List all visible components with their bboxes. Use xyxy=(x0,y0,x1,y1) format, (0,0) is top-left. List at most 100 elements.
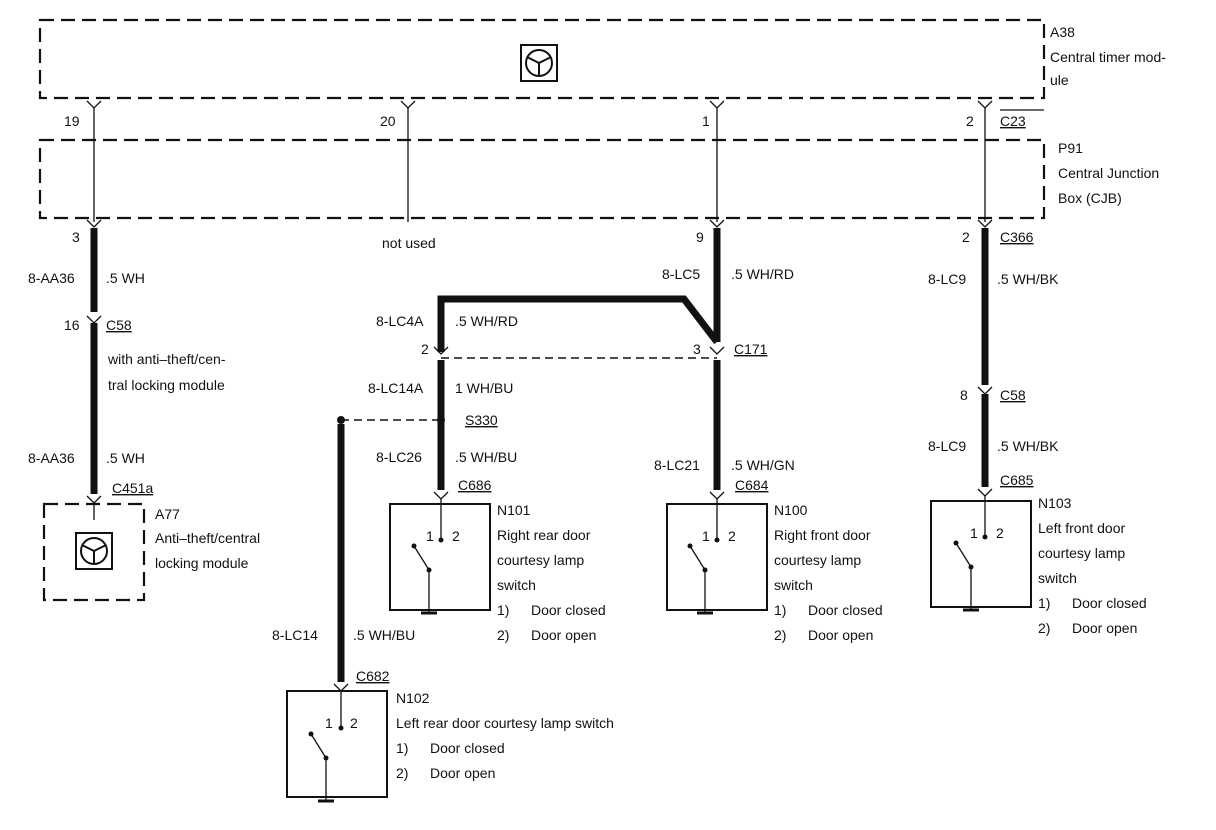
wire-lc14-spec: .5 WH/BU xyxy=(353,627,415,643)
connector-c685: C685 xyxy=(1000,472,1034,488)
c686-chevron xyxy=(433,491,449,500)
not-used-label: not used xyxy=(382,235,436,251)
c684-chevron xyxy=(709,491,725,500)
wire-8-lc4a xyxy=(437,295,720,352)
switch-n102 xyxy=(286,690,388,803)
n101-opt2-num: 2) xyxy=(497,627,509,643)
wire-lc14a-id: 8-LC14A xyxy=(368,380,424,396)
n101-id: N101 xyxy=(497,502,531,518)
wire-aa36-a-spec: .5 WH xyxy=(106,270,145,286)
pin-c58b-8: 8 xyxy=(960,387,968,403)
a38-steering-wheel-icon xyxy=(520,44,558,82)
a38-id: A38 xyxy=(1050,24,1075,40)
pin-a38-1: 1 xyxy=(702,113,710,129)
c451a-chevron xyxy=(86,495,102,504)
connector-c684: C684 xyxy=(735,477,769,493)
wire-lc26-spec: .5 WH/BU xyxy=(455,449,517,465)
connector-c682: C682 xyxy=(356,668,390,684)
wire-aa36-b-id: 8-AA36 xyxy=(28,450,75,466)
n100-name-line3: switch xyxy=(774,577,813,593)
c685-chevron xyxy=(977,488,993,497)
connector-c23: C23 xyxy=(1000,113,1026,129)
n101-name-line1: Right rear door xyxy=(497,527,591,543)
n100-name-line1: Right front door xyxy=(774,527,871,543)
pin-cjb-2: 2 xyxy=(962,229,970,245)
s330-splice-dot-left xyxy=(337,416,345,424)
a38-cjb-wires xyxy=(93,108,986,222)
wire-lc26-id: 8-LC26 xyxy=(376,449,422,465)
pin-c58-16: 16 xyxy=(64,317,80,333)
n103-pin-2: 2 xyxy=(996,525,1004,541)
n100-id: N100 xyxy=(774,502,808,518)
c58-note-line1: with anti–theft/cen- xyxy=(107,351,226,367)
wire-lc14-id: 8-LC14 xyxy=(272,627,318,643)
n102-pin-1: 1 xyxy=(325,715,333,731)
splice-s330: S330 xyxy=(465,412,498,428)
n102-opt2-num: 2) xyxy=(396,765,408,781)
n100-opt1: Door closed xyxy=(808,602,883,618)
wire-lc21-id: 8-LC21 xyxy=(654,457,700,473)
n103-pin-1: 1 xyxy=(970,525,978,541)
n102-pin-2: 2 xyxy=(350,715,358,731)
n102-opt1: Door closed xyxy=(430,740,505,756)
n103-opt1: Door closed xyxy=(1072,595,1147,611)
n102-name-line1: Left rear door courtesy lamp switch xyxy=(396,715,614,731)
a77-id: A77 xyxy=(155,506,180,522)
n103-name-line3: switch xyxy=(1038,570,1077,586)
wire-lc5-spec: .5 WH/RD xyxy=(731,266,794,282)
a38-name-line2: ule xyxy=(1050,72,1069,88)
a38-connector-chevrons xyxy=(86,100,1044,111)
cjb-box xyxy=(38,138,1046,220)
connector-c366: C366 xyxy=(1000,229,1034,245)
n103-opt2: Door open xyxy=(1072,620,1137,636)
a77-name-line2: locking module xyxy=(155,555,249,571)
wire-lc14a-spec: 1 WH/BU xyxy=(455,380,513,396)
c171-chevron-right xyxy=(709,346,725,355)
c58-note-line2: tral locking module xyxy=(108,377,225,393)
pin-a38-2: 2 xyxy=(966,113,974,129)
switch-n103 xyxy=(930,496,1032,612)
wire-lc4a-spec: .5 WH/RD xyxy=(455,313,518,329)
wire-aa36-a-id: 8-AA36 xyxy=(28,270,75,286)
cjb-name-line2: Box (CJB) xyxy=(1058,190,1122,206)
c58-chevron-right xyxy=(977,386,993,395)
connector-c686: C686 xyxy=(458,477,492,493)
a77-module-box xyxy=(42,502,146,602)
pin-a38-20: 20 xyxy=(380,113,396,129)
n103-id: N103 xyxy=(1038,495,1072,511)
switch-n100 xyxy=(666,499,768,615)
cjb-id: P91 xyxy=(1058,140,1083,156)
pin-c171-3: 3 xyxy=(693,341,701,357)
wire-lc21-spec: .5 WH/GN xyxy=(731,457,795,473)
n100-pin-1: 1 xyxy=(702,528,710,544)
c171-chevron-left xyxy=(433,346,449,355)
connector-c58-right: C58 xyxy=(1000,387,1026,403)
n103-name-line2: courtesy lamp xyxy=(1038,545,1125,561)
n102-opt1-num: 1) xyxy=(396,740,408,756)
pin-a38-19: 19 xyxy=(64,113,80,129)
n100-name-line2: courtesy lamp xyxy=(774,552,861,568)
n101-opt1-num: 1) xyxy=(497,602,509,618)
n103-opt2-num: 2) xyxy=(1038,620,1050,636)
wire-lc9-a-spec: .5 WH/BK xyxy=(997,271,1059,287)
wire-lc9-b-id: 8-LC9 xyxy=(928,438,966,454)
pin-cjb-3: 3 xyxy=(72,229,80,245)
n101-pin-2: 2 xyxy=(452,528,460,544)
connector-c451a: C451a xyxy=(112,480,153,496)
n103-name-line1: Left front door xyxy=(1038,520,1126,536)
wire-lc9-a-id: 8-LC9 xyxy=(928,271,966,287)
pin-c171-2: 2 xyxy=(421,341,429,357)
n100-opt1-num: 1) xyxy=(774,602,786,618)
connector-c171: C171 xyxy=(734,341,768,357)
n101-pin-1: 1 xyxy=(426,528,434,544)
c58-chevron-left xyxy=(86,315,102,324)
n101-opt2: Door open xyxy=(531,627,596,643)
connector-c58-left: C58 xyxy=(106,317,132,333)
cjb-connector-chevrons xyxy=(86,219,993,228)
a77-name-line1: Anti–theft/central xyxy=(155,530,260,546)
cjb-name-line1: Central Junction xyxy=(1058,165,1159,181)
a38-name-line1: Central timer mod- xyxy=(1050,49,1166,65)
wire-lc5-id: 8-LC5 xyxy=(662,266,700,282)
n102-opt2: Door open xyxy=(430,765,495,781)
n101-name-line2: courtesy lamp xyxy=(497,552,584,568)
